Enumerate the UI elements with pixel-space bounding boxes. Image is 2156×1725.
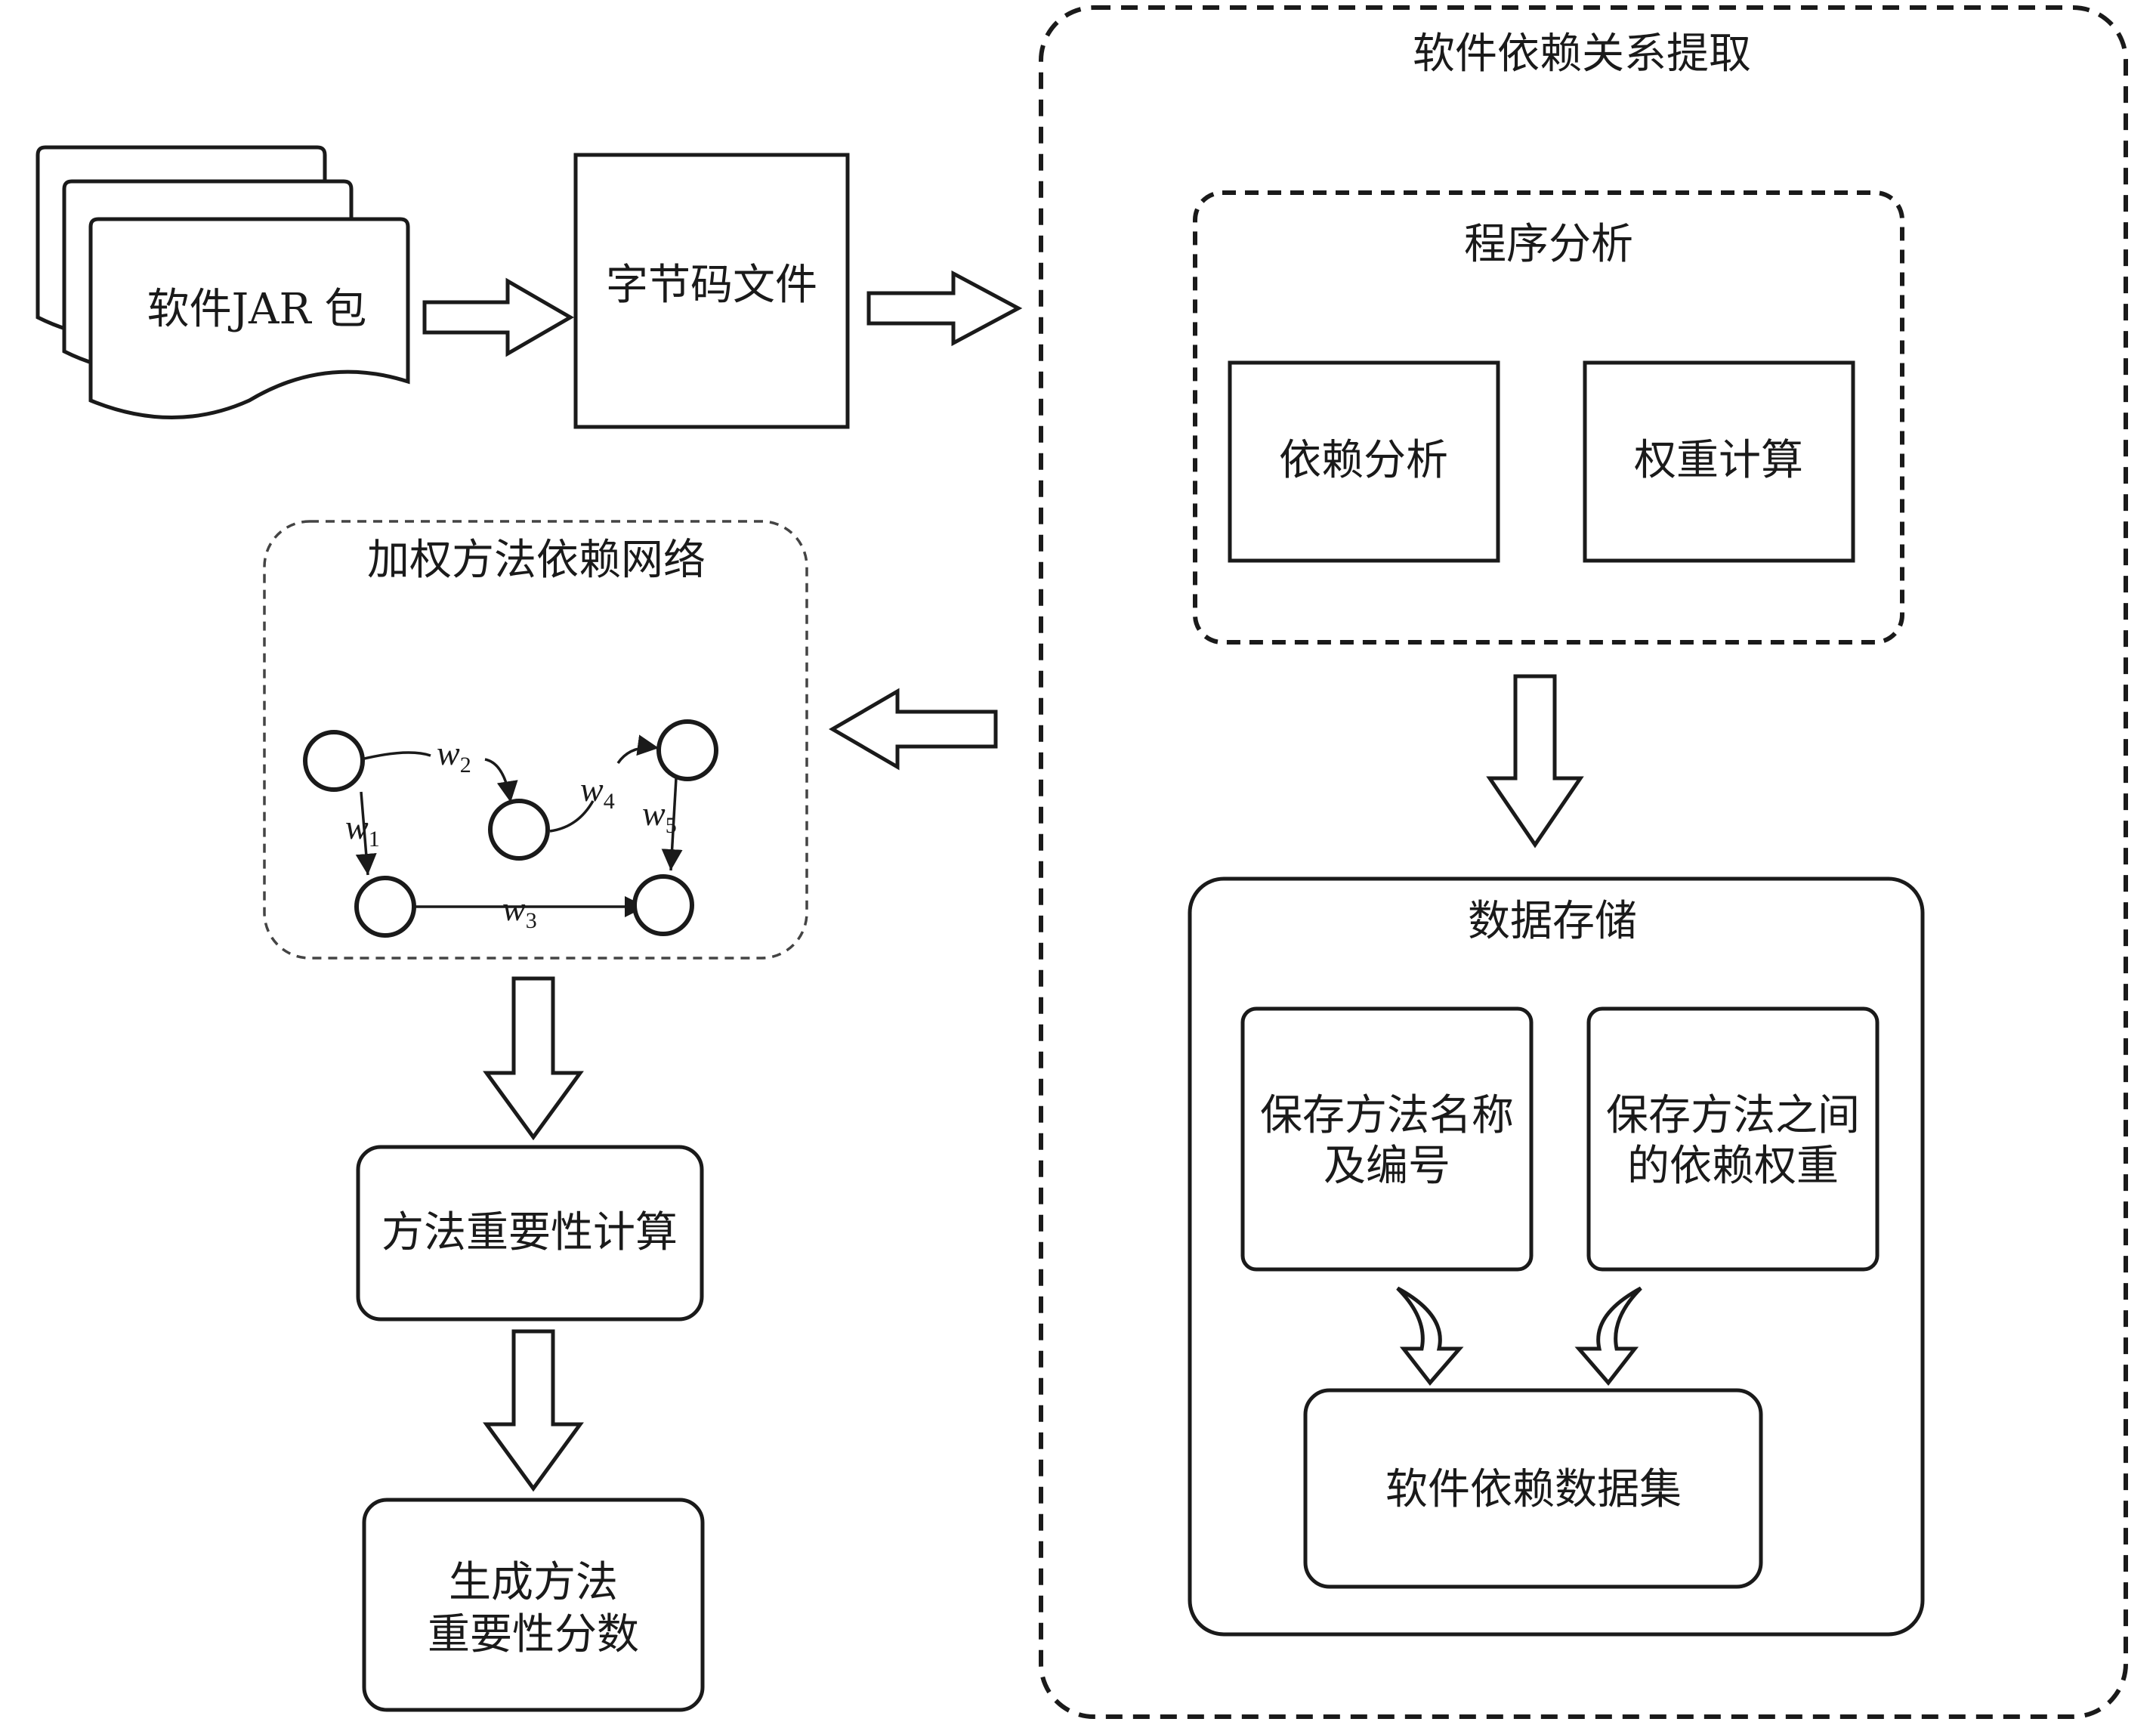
weight-calculation-box bbox=[1583, 360, 1855, 563]
save-names-line2: 及编号 bbox=[1324, 1142, 1450, 1191]
extraction-container bbox=[1039, 5, 2128, 1719]
weight-label-w3: w3 bbox=[502, 889, 537, 933]
arrow-analysis-to-storage bbox=[1486, 674, 1584, 849]
dataset-label: 软件依赖数据集 bbox=[1385, 1465, 1682, 1514]
weight-label-w4: w4 bbox=[580, 770, 615, 814]
network-edge-w2 bbox=[484, 758, 518, 803]
network-node-5 bbox=[632, 874, 694, 936]
network-edge-w4-start bbox=[549, 800, 595, 833]
network-group: 加权方法依赖网络 w1 w2 w3 w4 w5 bbox=[263, 520, 808, 960]
curved-arrow-names-to-dataset bbox=[1396, 1286, 1464, 1386]
score-line1: 生成方法 bbox=[449, 1558, 618, 1607]
storage-title: 数据存储 bbox=[1468, 897, 1637, 946]
extraction-title: 软件依赖关系提取 bbox=[1413, 29, 1751, 79]
importance-box bbox=[356, 1145, 704, 1322]
save-weights-line1: 保存方法之间 bbox=[1606, 1091, 1860, 1140]
dataset-box bbox=[1303, 1388, 1763, 1589]
arrow-network-to-importance bbox=[483, 976, 584, 1141]
program-analysis-title: 程序分析 bbox=[1464, 220, 1633, 269]
importance-label: 方法重要性计算 bbox=[381, 1208, 678, 1257]
save-names-box bbox=[1240, 1006, 1534, 1272]
bytecode-box bbox=[573, 153, 850, 429]
jar-package: 软件JAR 包 bbox=[36, 145, 410, 419]
network-node-2 bbox=[488, 799, 550, 861]
program-analysis-group: 程序分析 依赖分析 权重计算 bbox=[1193, 190, 1904, 645]
save-weights-box bbox=[1586, 1006, 1880, 1272]
arrow-importance-to-score bbox=[483, 1329, 584, 1492]
weight-label-w1: w1 bbox=[345, 808, 380, 852]
arrow-bytecode-to-extraction bbox=[866, 270, 1023, 347]
dependency-analysis-box bbox=[1228, 360, 1500, 563]
network-node-1 bbox=[303, 730, 365, 792]
network-node-4 bbox=[354, 876, 416, 938]
network-edge-w1 bbox=[355, 791, 377, 876]
extraction-group: 软件依赖关系提取 bbox=[1039, 5, 2128, 1719]
network-title: 加权方法依赖网络 bbox=[367, 536, 706, 585]
weight-label-w2: w2 bbox=[437, 734, 471, 777]
network-edge-w5 bbox=[661, 777, 683, 871]
arrow-extraction-to-network bbox=[829, 688, 998, 771]
weight-calculation-label: 权重计算 bbox=[1634, 436, 1803, 485]
arrow-jar-to-bytecode bbox=[422, 277, 574, 357]
dependency-analysis-label: 依赖分析 bbox=[1279, 436, 1448, 485]
curved-arrow-weights-to-dataset bbox=[1574, 1286, 1642, 1386]
storage-group: 数据存储 保存方法名称 及编号 保存方法之间 的依赖权重 软件依赖数据集 bbox=[1188, 876, 1925, 1637]
jar-doc-front bbox=[88, 217, 410, 419]
program-analysis-container bbox=[1193, 190, 1904, 645]
network-edge-w2-start bbox=[360, 751, 431, 761]
network-container bbox=[263, 520, 808, 960]
jar-label: 软件JAR 包 bbox=[147, 285, 367, 334]
score-line2: 重要性分数 bbox=[428, 1610, 639, 1659]
weight-label-w5: w5 bbox=[642, 794, 677, 838]
network-node-3 bbox=[656, 719, 718, 781]
score-box bbox=[362, 1498, 705, 1712]
bytecode-label: 字节码文件 bbox=[606, 261, 817, 310]
save-weights-line2: 的依赖权重 bbox=[1627, 1142, 1839, 1191]
save-names-line1: 保存方法名称 bbox=[1260, 1091, 1514, 1140]
network-edge-w4 bbox=[616, 734, 659, 765]
